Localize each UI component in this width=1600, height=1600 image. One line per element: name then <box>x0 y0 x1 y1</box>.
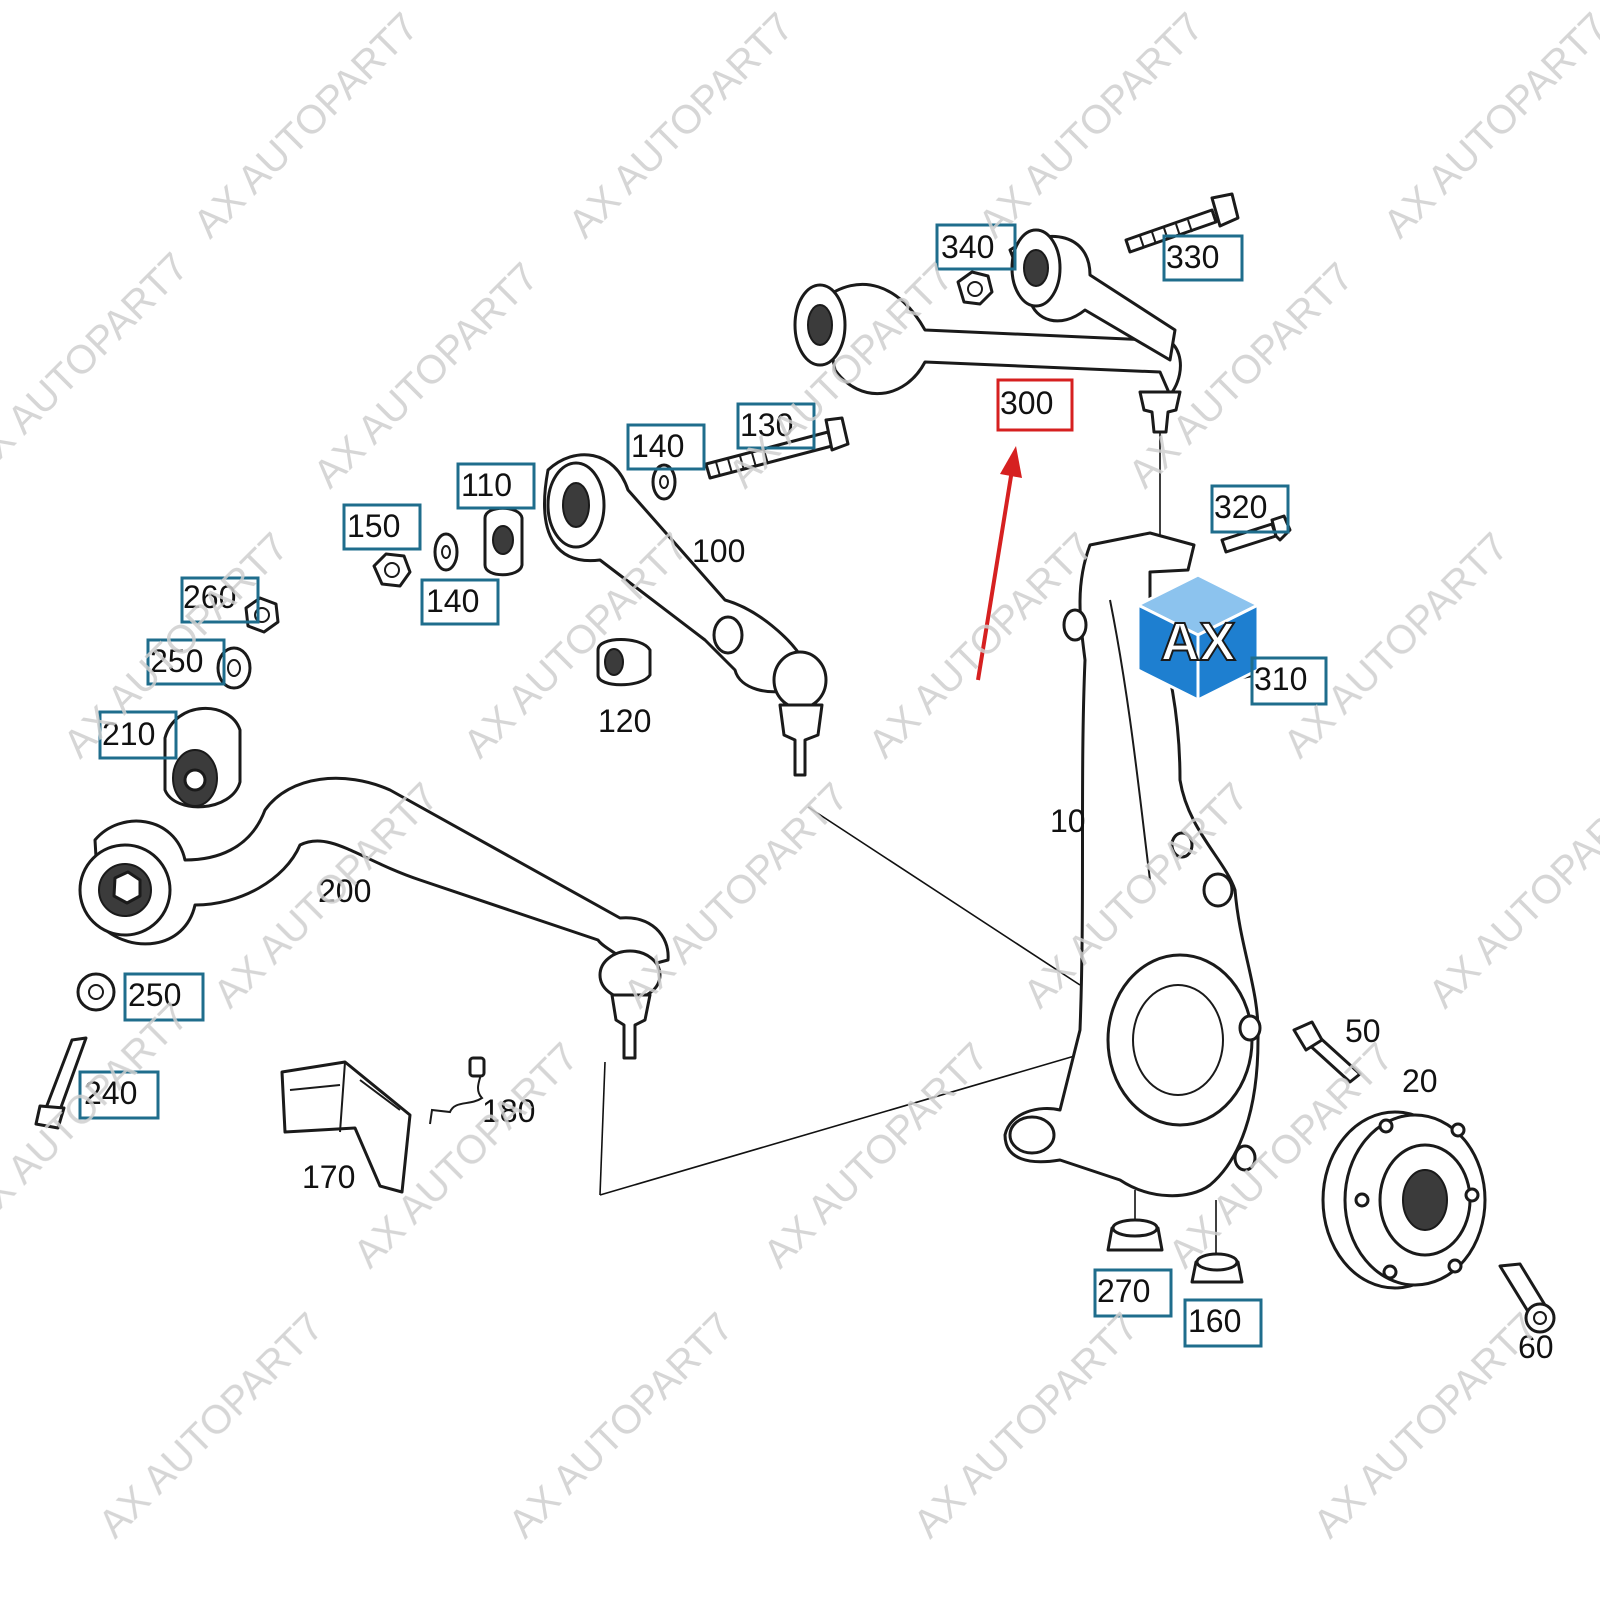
part-labels: 340 330 300 140 130 110 100 150 140 260 … <box>84 229 1554 1365</box>
washer-250-b[interactable] <box>76 972 116 1012</box>
label-250-a[interactable]: 250 <box>150 643 203 679</box>
bushing-110[interactable] <box>483 506 524 577</box>
watermark-16: AX AUTOPART7 <box>1420 775 1600 1017</box>
label-330[interactable]: 330 <box>1166 239 1219 275</box>
watermark-19: AX AUTOPART7 <box>755 1035 997 1277</box>
label-110[interactable]: 110 <box>461 467 512 503</box>
label-150[interactable]: 150 <box>347 508 400 544</box>
nut-260[interactable] <box>244 596 280 634</box>
washer-250-a[interactable] <box>216 646 252 690</box>
sensor-180[interactable] <box>429 1056 486 1125</box>
cover-170[interactable] <box>280 1060 412 1194</box>
watermark-17: AX AUTOPART7 <box>0 995 197 1237</box>
nut-340[interactable] <box>956 270 994 306</box>
label-200[interactable]: 200 <box>318 873 371 909</box>
label-340[interactable]: 340 <box>941 229 994 265</box>
leader-lines <box>599 432 1217 1255</box>
washer-140-b[interactable] <box>433 532 459 572</box>
watermark-4: AX AUTOPART7 <box>1375 5 1600 247</box>
bolt-50[interactable] <box>1292 1020 1362 1084</box>
label-210[interactable]: 210 <box>102 716 155 752</box>
nut-270[interactable] <box>1106 1218 1164 1252</box>
bolt-60[interactable] <box>1498 1262 1556 1334</box>
label-250-b[interactable]: 250 <box>128 977 181 1013</box>
ax-logo: AX <box>1134 573 1262 703</box>
watermark-21: AX AUTOPART7 <box>90 1305 332 1547</box>
bolt-330[interactable] <box>1124 192 1240 254</box>
steering-knuckle-10[interactable] <box>1003 531 1262 1198</box>
label-140-b[interactable]: 140 <box>426 583 479 619</box>
label-boxes <box>78 223 1328 1348</box>
bolt-240[interactable] <box>34 1036 88 1130</box>
label-60[interactable]: 60 <box>1518 1329 1554 1365</box>
label-120[interactable]: 120 <box>598 703 651 739</box>
watermark-22: AX AUTOPART7 <box>500 1305 742 1547</box>
washer-140-a[interactable] <box>651 463 677 501</box>
label-20[interactable]: 20 <box>1402 1063 1438 1099</box>
bushing-210[interactable] <box>163 707 242 809</box>
watermark-2: AX AUTOPART7 <box>560 5 802 247</box>
label-300[interactable]: 300 <box>1000 385 1053 421</box>
control-arm-100[interactable] <box>543 453 828 777</box>
wheel-hub-20[interactable] <box>1321 1110 1487 1290</box>
label-180[interactable]: 180 <box>482 1093 535 1129</box>
label-240[interactable]: 240 <box>84 1075 137 1111</box>
upper-control-arm-300[interactable] <box>793 228 1182 434</box>
label-100[interactable]: 100 <box>692 533 745 569</box>
watermark-24: AX AUTOPART7 <box>1305 1305 1547 1547</box>
label-140-a[interactable]: 140 <box>631 428 684 464</box>
label-270[interactable]: 270 <box>1097 1273 1150 1309</box>
label-160[interactable]: 160 <box>1188 1303 1241 1339</box>
watermark-8: AX AUTOPART7 <box>1120 255 1362 497</box>
watermark-5: AX AUTOPART7 <box>0 245 197 487</box>
watermark-6: AX AUTOPART7 <box>305 255 547 497</box>
ax-logo-text: AX <box>1160 612 1235 672</box>
label-10[interactable]: 10 <box>1050 803 1086 839</box>
label-310[interactable]: 310 <box>1254 661 1307 697</box>
watermark-14: AX AUTOPART7 <box>615 775 857 1017</box>
label-50[interactable]: 50 <box>1345 1013 1381 1049</box>
watermark-23: AX AUTOPART7 <box>905 1305 1147 1547</box>
label-320[interactable]: 320 <box>1214 489 1267 525</box>
watermark-1: AX AUTOPART7 <box>185 5 427 247</box>
bolt-130[interactable] <box>704 416 850 480</box>
watermark-3: AX AUTOPART7 <box>970 5 1212 247</box>
label-170[interactable]: 170 <box>302 1159 355 1195</box>
watermark-11: AX AUTOPART7 <box>860 525 1102 767</box>
nut-150[interactable] <box>372 552 412 588</box>
highlight-arrow <box>976 446 1022 681</box>
label-130[interactable]: 130 <box>740 407 793 443</box>
bushing-120[interactable] <box>596 638 652 687</box>
control-arm-200[interactable] <box>78 776 670 1060</box>
watermark-12: AX AUTOPART7 <box>1275 525 1517 767</box>
label-260[interactable]: 260 <box>183 579 236 615</box>
nut-160[interactable] <box>1190 1252 1244 1284</box>
